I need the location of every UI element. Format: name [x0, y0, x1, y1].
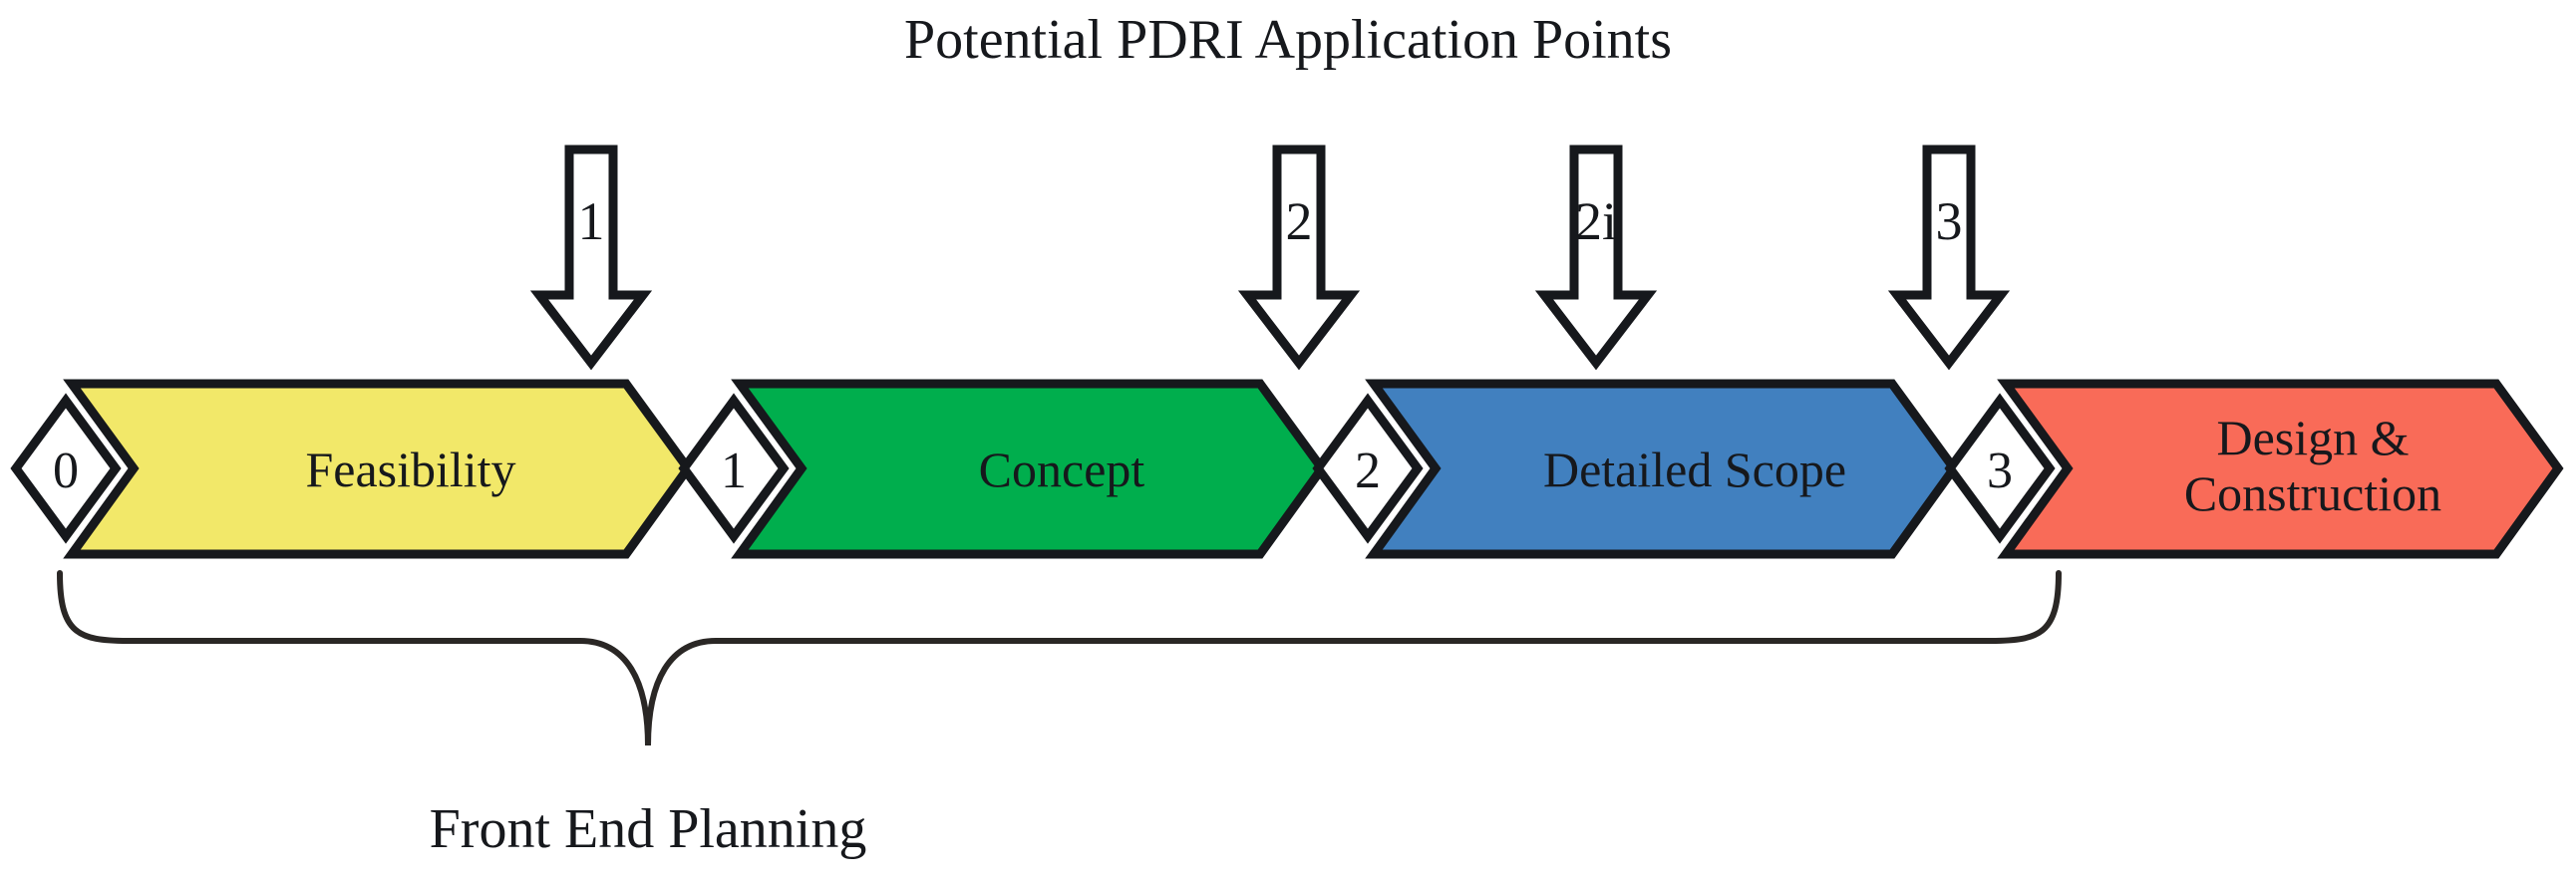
application-point-pdri-3: 3	[1887, 145, 2011, 371]
phase-chevron[interactable]	[1365, 379, 1960, 559]
phase-chevron[interactable]	[1997, 379, 2564, 559]
phase-label: Feasibility	[305, 442, 515, 497]
milestone-diamond-icon[interactable]	[10, 393, 122, 544]
brace-label: Front End Planning	[430, 798, 867, 860]
down-arrow-icon	[1887, 145, 2011, 371]
down-arrow-icon	[529, 145, 653, 371]
phase-chevron[interactable]	[63, 379, 694, 559]
application-point-label: 3	[1936, 191, 1963, 251]
application-point-pdri-1: 1	[529, 145, 653, 371]
down-arrow-icon	[1534, 145, 1658, 371]
phase-label: Concept	[979, 442, 1145, 497]
phase-label: Detailed Scope	[1543, 442, 1846, 497]
phase-label-line1: Design &	[2216, 410, 2409, 465]
milestone-diamond-icon[interactable]	[1944, 393, 2056, 544]
application-point-label: 2	[1286, 191, 1313, 251]
application-point-pdri-2: 2	[1237, 145, 1361, 371]
application-point-label: 1	[578, 191, 605, 251]
phase-feasibility[interactable]: Feasibility	[63, 379, 694, 559]
milestone-gate-1[interactable]: 1	[678, 393, 790, 544]
application-points-group: 1 2 2i 3	[529, 145, 2011, 371]
milestone-label: 3	[1987, 443, 2013, 499]
phase-detailed-scope[interactable]: Detailed Scope	[1365, 379, 1960, 559]
phase-bars-group: Feasibility Concept Detailed Scope Design &…	[63, 379, 2564, 559]
curly-brace-icon	[57, 570, 2062, 746]
phase-chevron[interactable]	[731, 379, 1328, 559]
milestone-diamond-icon[interactable]	[1312, 393, 1424, 544]
milestone-label: 2	[1355, 443, 1381, 499]
milestone-label: 1	[721, 443, 747, 499]
milestone-gate-3[interactable]: 3	[1944, 393, 2056, 544]
down-arrow-icon	[1237, 145, 1361, 371]
application-point-label: 2i	[1575, 191, 1617, 251]
phase-concept[interactable]: Concept	[731, 379, 1328, 559]
milestone-label: 0	[53, 443, 79, 499]
milestone-gates-group: 0 1 2 3	[10, 393, 2056, 544]
milestone-diamond-icon[interactable]	[678, 393, 790, 544]
phase-design-construction[interactable]: Design &Construction	[1997, 379, 2564, 559]
milestone-gate-0[interactable]: 0	[10, 393, 122, 544]
front-end-planning-brace	[57, 570, 2062, 746]
page-title: Potential PDRI Application Points	[904, 9, 1672, 71]
phase-label-line2: Construction	[2184, 465, 2441, 521]
application-point-pdri-2i: 2i	[1534, 145, 1658, 371]
milestone-gate-2[interactable]: 2	[1312, 393, 1424, 544]
